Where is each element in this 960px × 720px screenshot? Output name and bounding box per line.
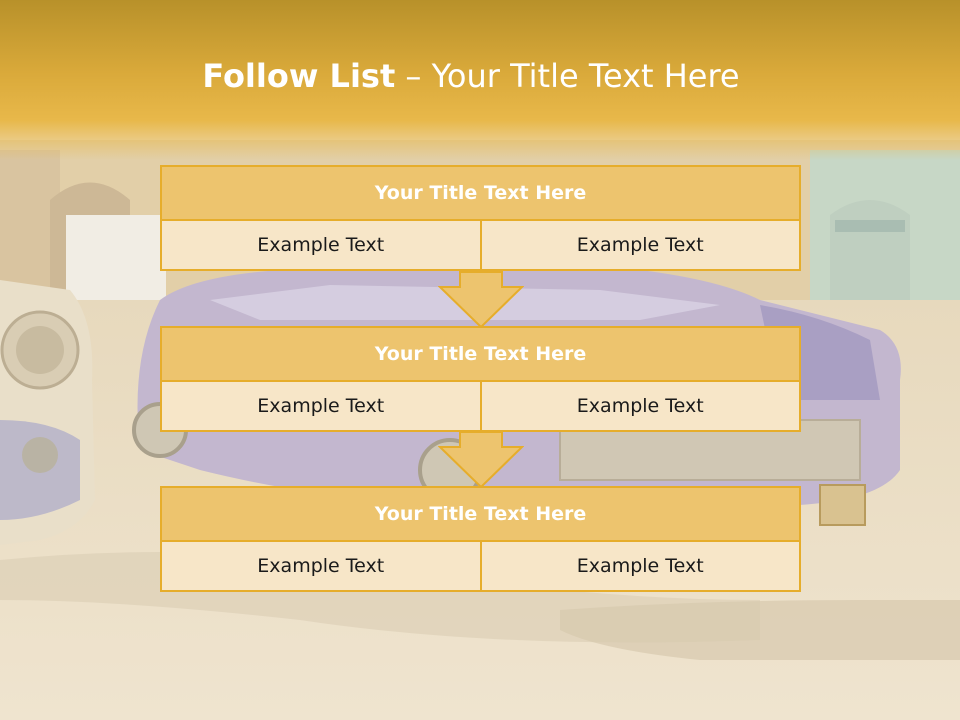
list-box-left-text[interactable]: Example Text xyxy=(160,542,482,592)
list-box-right-text[interactable]: Example Text xyxy=(481,382,801,432)
list-box-3: Your Title Text Here Example Text Exampl… xyxy=(160,486,801,592)
page-title: Follow List – Your Title Text Here xyxy=(0,56,942,96)
down-arrow-icon xyxy=(438,431,524,489)
list-box-1: Your Title Text Here Example Text Exampl… xyxy=(160,165,801,271)
title-rest-part: – Your Title Text Here xyxy=(395,57,740,95)
list-box-left-text[interactable]: Example Text xyxy=(160,221,482,271)
title-bold-part: Follow List xyxy=(202,57,396,95)
list-box-right-text[interactable]: Example Text xyxy=(481,542,801,592)
list-box-row: Example Text Example Text xyxy=(160,542,801,592)
list-box-row: Example Text Example Text xyxy=(160,221,801,271)
title-band xyxy=(0,0,960,160)
list-box-title[interactable]: Your Title Text Here xyxy=(160,486,801,542)
list-box-2: Your Title Text Here Example Text Exampl… xyxy=(160,326,801,432)
list-box-title[interactable]: Your Title Text Here xyxy=(160,165,801,221)
list-box-left-text[interactable]: Example Text xyxy=(160,382,482,432)
list-box-right-text[interactable]: Example Text xyxy=(481,221,801,271)
list-box-title[interactable]: Your Title Text Here xyxy=(160,326,801,382)
list-box-row: Example Text Example Text xyxy=(160,382,801,432)
down-arrow-icon xyxy=(438,271,524,329)
